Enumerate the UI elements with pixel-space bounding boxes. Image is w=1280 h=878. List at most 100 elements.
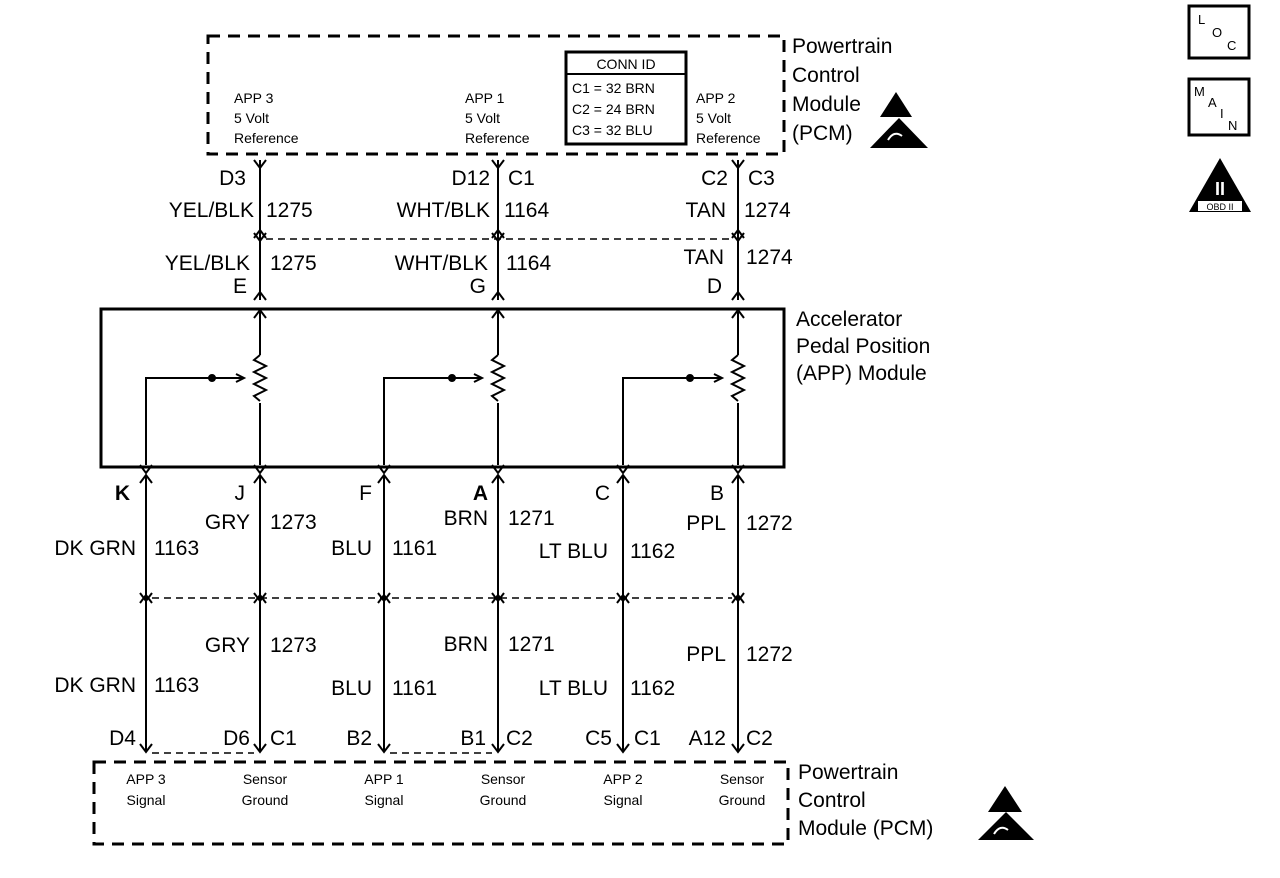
ref-app3-volt: 5 Volt	[234, 110, 269, 126]
upper-circuit-app1: 1164	[504, 199, 549, 222]
upper-circuit-app2: 1274	[744, 199, 791, 222]
lower-circuit-f: 1161	[392, 537, 437, 560]
ref-app1-volt: 5 Volt	[465, 110, 500, 126]
lower-wire-j: J GRY 1273 GRY 1273 D6 C1	[205, 482, 317, 750]
lower-color2-f: BLU	[331, 677, 372, 700]
upper-circuit2-app2: 1274	[746, 246, 793, 269]
pcm-label-app2-signal-2: Signal	[604, 792, 643, 808]
conn-id-title: CONN ID	[596, 56, 655, 72]
lower-wire-c: C LT BLU 1162 LT BLU 1162 C5 C1	[539, 482, 675, 750]
ref-app2-name: APP 2	[696, 90, 736, 106]
lower-circuit2-f: 1161	[392, 677, 437, 700]
conn-id-line-1: C1 = 32 BRN	[572, 80, 655, 96]
pcm-label-ground3-2: Ground	[719, 792, 766, 808]
upper-conn-app2: C3	[748, 167, 775, 190]
app-module-title-line-3: (APP) Module	[796, 362, 927, 385]
app-module-box	[99, 307, 786, 469]
upper-pin-app1: D12	[451, 167, 490, 190]
pcm-bottom-box	[92, 760, 790, 846]
module-pin-g: G	[470, 275, 486, 298]
pcm-label-app3-signal-2: Signal	[127, 792, 166, 808]
lower-color2-a: BRN	[444, 633, 488, 656]
upper-wire-app1: D12 C1 WHT/BLK 1164 WHT/BLK 1164 G	[395, 167, 552, 298]
ref-app3-name: APP 3	[234, 90, 274, 106]
pcm-pin-a12: A12	[689, 727, 726, 750]
conn-id-box: CONN ID C1 = 32 BRN C2 = 24 BRN C3 = 32 …	[564, 50, 688, 146]
lower-wire-b: B PPL 1272 PPL 1272 A12 C2	[686, 482, 792, 750]
loc-icon-o: O	[1212, 25, 1222, 40]
upper-color-app2: TAN	[686, 199, 726, 222]
ref-app1-name: APP 1	[465, 90, 505, 106]
lower-circuit-b: 1272	[746, 512, 793, 535]
lower-wire-f: F BLU 1161 BLU 1161 B2	[331, 482, 437, 750]
ref-app3: APP 3 5 Volt Reference	[234, 90, 299, 146]
main-icon-i: I	[1220, 106, 1224, 121]
pcm-label-app2-signal-1: APP 2	[603, 771, 643, 787]
pcm-top-title-line-3: Module	[792, 93, 861, 116]
upper-circuit2-app3: 1275	[270, 252, 317, 275]
lower-color2-k: DK GRN	[54, 674, 136, 697]
ref-app2: APP 2 5 Volt Reference	[696, 90, 761, 146]
ref-app1-reference: Reference	[465, 130, 530, 146]
obd-icon-numeral: II	[1215, 179, 1225, 199]
upper-color-app3: YEL/BLK	[169, 199, 254, 222]
pcm-bottom-labels: APP 3 Signal Sensor Ground APP 1 Signal …	[126, 771, 765, 808]
upper-color-app1: WHT/BLK	[397, 199, 490, 222]
pcm-conn-a12: C2	[746, 727, 773, 750]
lower-circuit-j: 1273	[270, 511, 317, 534]
lower-color-b: PPL	[686, 512, 726, 535]
lower-color-f: BLU	[331, 537, 372, 560]
main-icon-n: N	[1228, 118, 1237, 133]
pcm-bottom-title-line-2: Control	[798, 789, 866, 812]
loc-icon-c: C	[1227, 38, 1236, 53]
lower-circuit2-k: 1163	[154, 674, 199, 697]
lower-circuit-c: 1162	[630, 540, 675, 563]
pcm-top-title: Powertrain Control Module (PCM)	[792, 35, 892, 145]
lower-color-c: LT BLU	[539, 540, 608, 563]
upper-wire-app2: C2 C3 TAN 1274 TAN 1274 D	[684, 167, 793, 298]
pcm-bottom-title: Powertrain Control Module (PCM)	[798, 761, 933, 840]
conn-id-line-3: C3 = 32 BLU	[572, 122, 653, 138]
obd-icon-label: OBD II	[1206, 202, 1233, 212]
upper-pin-app3: D3	[219, 167, 246, 190]
upper-color2-app1: WHT/BLK	[395, 252, 488, 275]
loc-icon[interactable]: L O C	[1187, 4, 1251, 60]
pcm-conn-d6: C1	[270, 727, 297, 750]
esd-warning-icon-bottom	[978, 786, 1034, 840]
upper-color2-app2: TAN	[684, 246, 724, 269]
pcm-bottom-title-line-1: Powertrain	[798, 761, 898, 784]
lower-color-a: BRN	[444, 507, 488, 530]
upper-pin-app2: C2	[701, 167, 728, 190]
lower-color-j: GRY	[205, 511, 250, 534]
module-pin-j: J	[235, 482, 246, 505]
pcm-top-title-line-4: (PCM)	[792, 122, 853, 145]
obd-ii-icon[interactable]: II OBD II	[1189, 158, 1251, 212]
pcm-pin-c5: C5	[585, 727, 612, 750]
pcm-pin-d4: D4	[109, 727, 136, 750]
ref-app3-reference: Reference	[234, 130, 299, 146]
app-module-title-line-1: Accelerator	[796, 308, 902, 331]
pcm-label-ground2-1: Sensor	[481, 771, 526, 787]
esd-warning-icon	[870, 92, 928, 148]
lower-color2-b: PPL	[686, 643, 726, 666]
pcm-label-ground3-1: Sensor	[720, 771, 765, 787]
pcm-pin-b1: B1	[460, 727, 486, 750]
main-icon[interactable]: M A I N	[1187, 77, 1251, 137]
lower-color2-j: GRY	[205, 634, 250, 657]
lower-circuit2-j: 1273	[270, 634, 317, 657]
pcm-bottom-title-line-3: Module (PCM)	[798, 817, 933, 840]
lower-circuit2-c: 1162	[630, 677, 675, 700]
lower-circuit2-b: 1272	[746, 643, 793, 666]
lower-circuit-a: 1271	[508, 507, 555, 530]
ref-app2-volt: 5 Volt	[696, 110, 731, 126]
pcm-label-app1-signal-1: APP 1	[364, 771, 404, 787]
ref-app1: APP 1 5 Volt Reference	[465, 90, 530, 146]
ref-app2-reference: Reference	[696, 130, 761, 146]
pcm-label-ground1-2: Ground	[242, 792, 289, 808]
pcm-top-box	[206, 34, 786, 156]
upper-circuit-app3: 1275	[266, 199, 313, 222]
main-icon-a: A	[1208, 95, 1217, 110]
lower-circuit-k: 1163	[154, 537, 199, 560]
upper-color2-app3: YEL/BLK	[165, 252, 250, 275]
